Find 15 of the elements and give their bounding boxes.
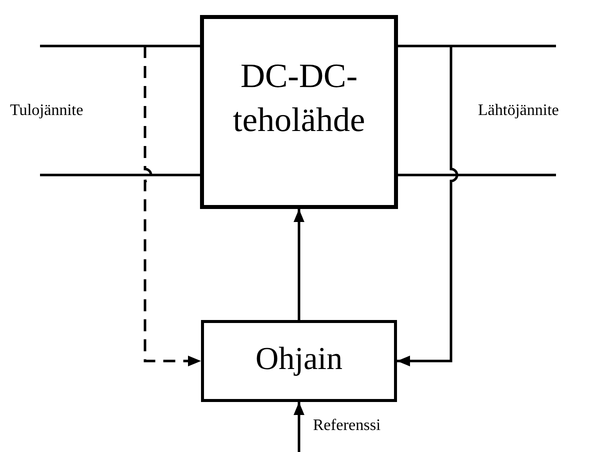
arrow bbox=[294, 402, 304, 452]
line bbox=[398, 174, 556, 176]
voltage-label: Lähtöjännite bbox=[478, 103, 559, 119]
voltage-label: Tulojännite bbox=[10, 103, 84, 119]
arrow bbox=[294, 209, 304, 320]
controller-block bbox=[201, 320, 397, 402]
block-title: DC-DC- teholähde bbox=[232, 57, 366, 142]
arrow bbox=[144, 46, 201, 366]
line bbox=[40, 174, 200, 176]
line bbox=[398, 44, 556, 48]
arrow bbox=[397, 46, 458, 366]
edge-label: Referenssi bbox=[313, 418, 381, 434]
converter-block bbox=[200, 15, 398, 209]
line bbox=[40, 44, 200, 48]
block-title: Ohjain bbox=[255, 341, 343, 376]
